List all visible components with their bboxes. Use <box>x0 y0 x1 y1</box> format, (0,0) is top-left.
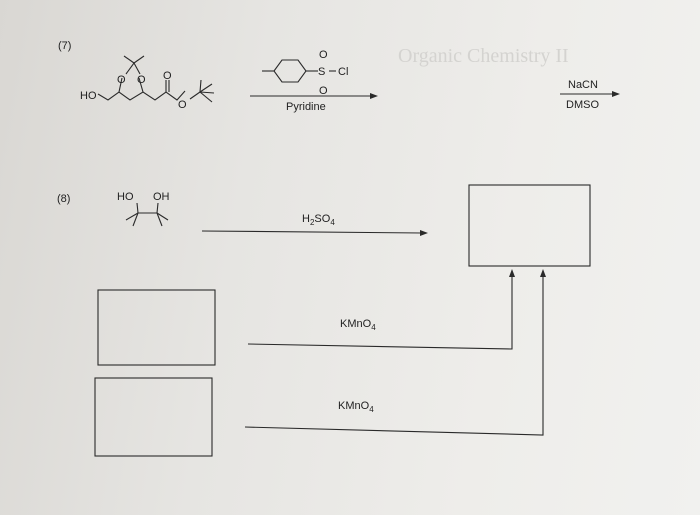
pinacol-structure: HO OH <box>117 191 170 227</box>
ring-oxygen-1: O <box>117 74 126 86</box>
product-answer-box[interactable] <box>468 184 591 267</box>
ester-oxygen: O <box>178 99 187 111</box>
hydroxyl-label: HO <box>80 90 97 102</box>
solvent-pyridine: Pyridine <box>286 101 326 113</box>
sulfur-label: S <box>318 66 325 78</box>
kmno4-arrow-1 <box>247 276 513 350</box>
chloride-label: Cl <box>338 66 348 78</box>
reagent-nacn: NaCN <box>568 79 598 91</box>
reagent-kmno4-1: KMnO4 <box>340 318 376 332</box>
starting-material-structure: HO O O O O <box>80 55 215 111</box>
carbonyl-oxygen: O <box>163 70 172 82</box>
problem-8-number: (8) <box>57 193 70 205</box>
diol-hydroxyl-1: HO <box>117 191 134 203</box>
sulfonyl-oxygen-top: O <box>319 49 328 61</box>
solvent-dmso: DMSO <box>566 99 599 111</box>
tosyl-chloride-structure: S O O Cl <box>262 49 348 97</box>
ring-oxygen-2: O <box>137 74 146 86</box>
diol-hydroxyl-2: OH <box>153 191 170 203</box>
reagent-kmno4-2: KMnO4 <box>338 400 374 414</box>
reagent-h2so4: H2SO4 <box>302 213 335 227</box>
reactant-answer-box-1[interactable] <box>97 289 216 366</box>
kmno4-arrow-2 <box>244 276 544 436</box>
showthrough-text: Organic Chemistry II <box>398 45 569 67</box>
reaction-arrow-h2so4 <box>201 230 423 234</box>
problem-7-number: (7) <box>58 40 71 52</box>
sulfonyl-oxygen-bottom: O <box>319 85 328 97</box>
reactant-answer-box-2[interactable] <box>94 377 213 457</box>
